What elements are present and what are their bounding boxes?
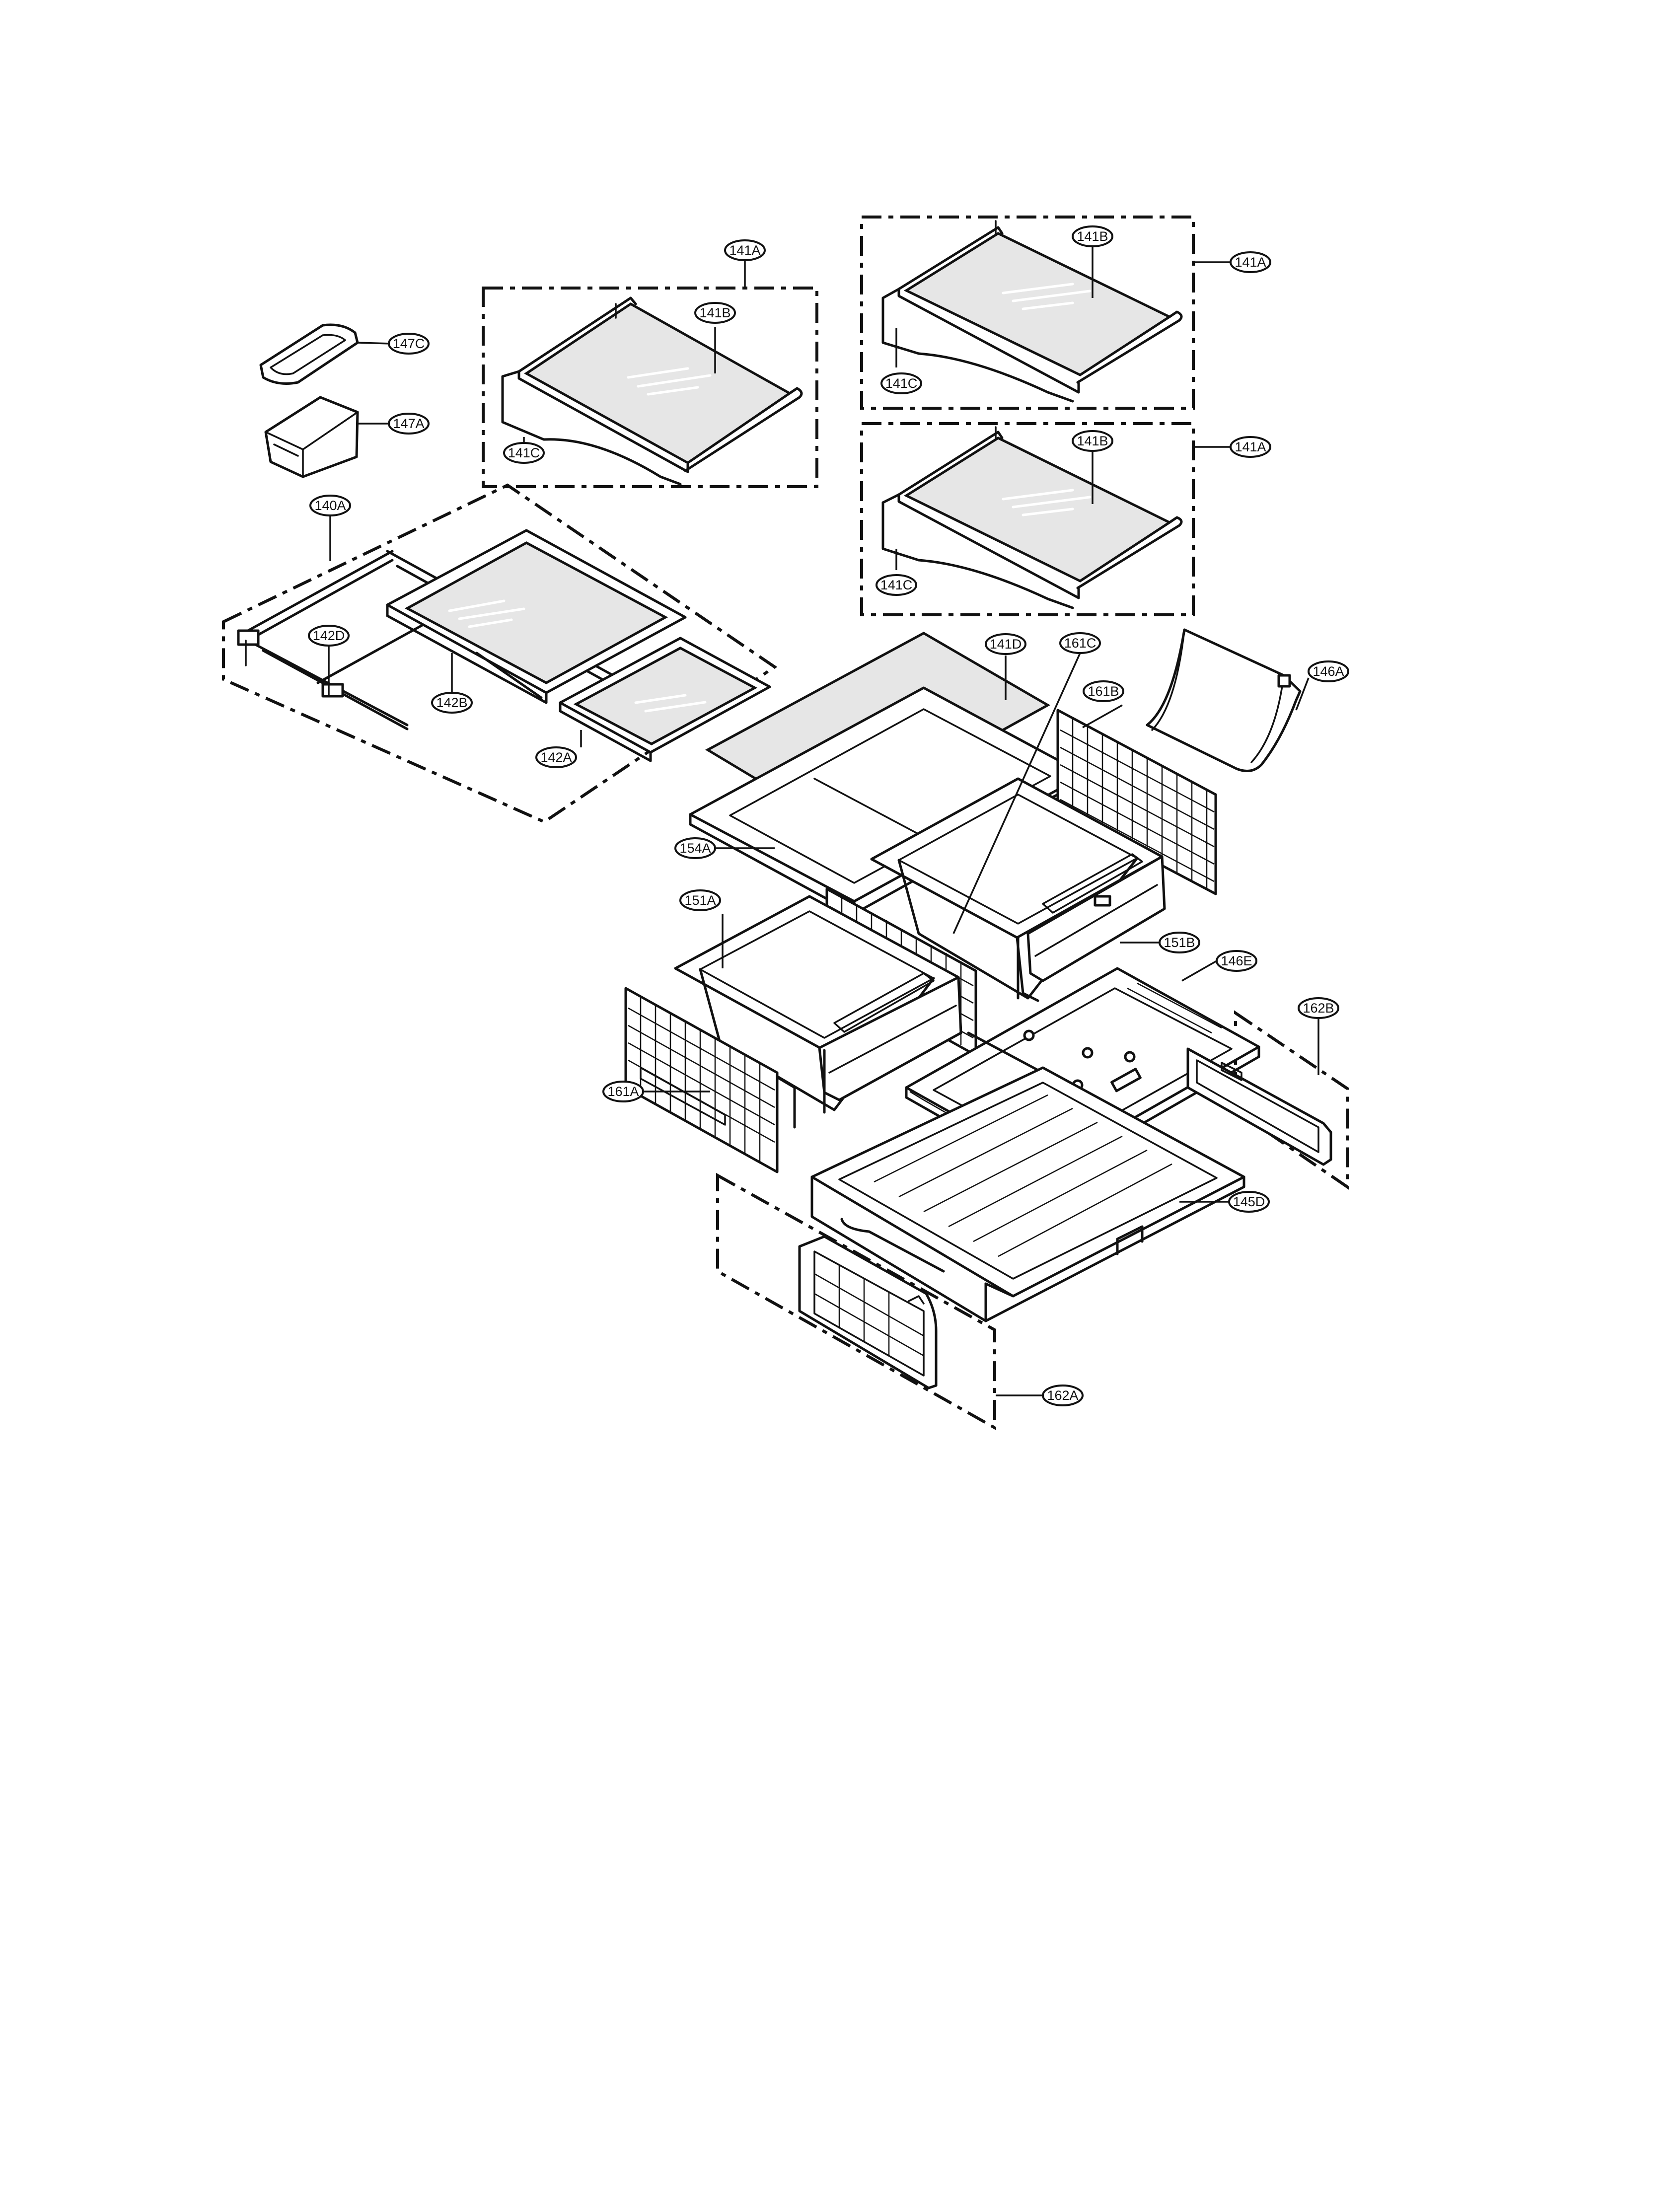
svg-text:151A: 151A	[684, 893, 716, 908]
group-box-141A-top-right	[860, 216, 1195, 410]
callout-151B: 151B	[1159, 932, 1200, 953]
shelf-assembly-141A-left	[501, 296, 803, 486]
callout-146A: 146A	[1308, 660, 1349, 682]
callout-141A-left: 141A	[724, 239, 766, 261]
callout-151A: 151A	[679, 889, 721, 911]
shelf-assembly-141A-top-right	[881, 220, 1183, 403]
svg-text:141B: 141B	[1077, 229, 1108, 244]
callout-142D: 142D	[308, 625, 350, 647]
svg-text:161B: 161B	[1088, 684, 1119, 699]
callout-162A: 162A	[1042, 1385, 1084, 1406]
svg-text:151B: 151B	[1164, 935, 1195, 950]
svg-text:141D: 141D	[990, 637, 1022, 652]
callout-142B: 142B	[431, 692, 473, 714]
cover-146A	[1146, 628, 1302, 772]
callout-141C-mid-right: 141C	[876, 574, 917, 596]
rail-cover-162A	[798, 1235, 938, 1389]
callout-141B-mid-right: 141B	[1072, 430, 1113, 452]
svg-text:162B: 162B	[1303, 1001, 1334, 1016]
shelf-assembly-140A	[237, 529, 771, 762]
svg-text:142D: 142D	[313, 628, 345, 643]
callout-147A: 147A	[388, 413, 430, 435]
bin-lid-147C	[259, 323, 359, 385]
svg-text:145D: 145D	[1233, 1194, 1265, 1209]
leader-lines	[328, 246, 1319, 1396]
callout-146E: 146E	[1216, 950, 1257, 972]
svg-text:141C: 141C	[880, 578, 913, 592]
callout-147C: 147C	[388, 333, 430, 355]
svg-text:141B: 141B	[699, 305, 730, 320]
callout-141C-top-right: 141C	[880, 372, 922, 394]
svg-text:141A: 141A	[1235, 255, 1266, 270]
callout-141B-left: 141B	[694, 302, 736, 324]
callout-154A: 154A	[674, 837, 716, 859]
svg-text:142A: 142A	[540, 750, 572, 765]
callout-141C-left: 141C	[503, 442, 545, 464]
svg-text:141B: 141B	[1077, 434, 1108, 448]
callout-161C: 161C	[1059, 632, 1101, 654]
divider-161A	[624, 987, 779, 1173]
group-box-141A-left	[482, 287, 818, 488]
rail-cover-162B	[1186, 1047, 1332, 1166]
svg-text:154A: 154A	[679, 841, 711, 856]
svg-text:161C: 161C	[1064, 636, 1096, 651]
group-box-141A-mid-right	[860, 422, 1195, 616]
svg-text:147A: 147A	[393, 416, 424, 431]
callout-141B-top-right: 141B	[1072, 225, 1113, 247]
callout-140A: 140A	[309, 495, 351, 516]
svg-text:146A: 146A	[1313, 664, 1344, 679]
callout-141D: 141D	[985, 633, 1026, 655]
svg-text:140A: 140A	[314, 498, 346, 513]
svg-text:141C: 141C	[508, 445, 540, 460]
group-box-162A	[716, 1172, 996, 1431]
svg-text:141A: 141A	[1235, 439, 1266, 454]
svg-text:142B: 142B	[436, 695, 467, 710]
bin-147A	[264, 396, 359, 478]
callout-145D: 145D	[1228, 1191, 1270, 1213]
svg-text:146E: 146E	[1221, 953, 1252, 968]
svg-text:147C: 147C	[393, 336, 425, 351]
svg-text:162A: 162A	[1047, 1388, 1078, 1403]
callout-161B: 161B	[1083, 680, 1124, 702]
svg-text:141A: 141A	[729, 243, 760, 258]
callout-141A-mid-right: 141A	[1230, 436, 1271, 458]
callout-142A: 142A	[535, 746, 577, 768]
callout-162B: 162B	[1298, 997, 1339, 1019]
svg-text:141C: 141C	[885, 376, 918, 391]
pan-145D	[810, 1066, 1245, 1322]
svg-text:161A: 161A	[607, 1084, 639, 1099]
callout-161A: 161A	[602, 1081, 644, 1102]
callout-141A-top-right: 141A	[1230, 251, 1271, 273]
shelf-assembly-141A-mid-right	[881, 426, 1183, 609]
crisper-drawer-151B	[870, 777, 1166, 1002]
